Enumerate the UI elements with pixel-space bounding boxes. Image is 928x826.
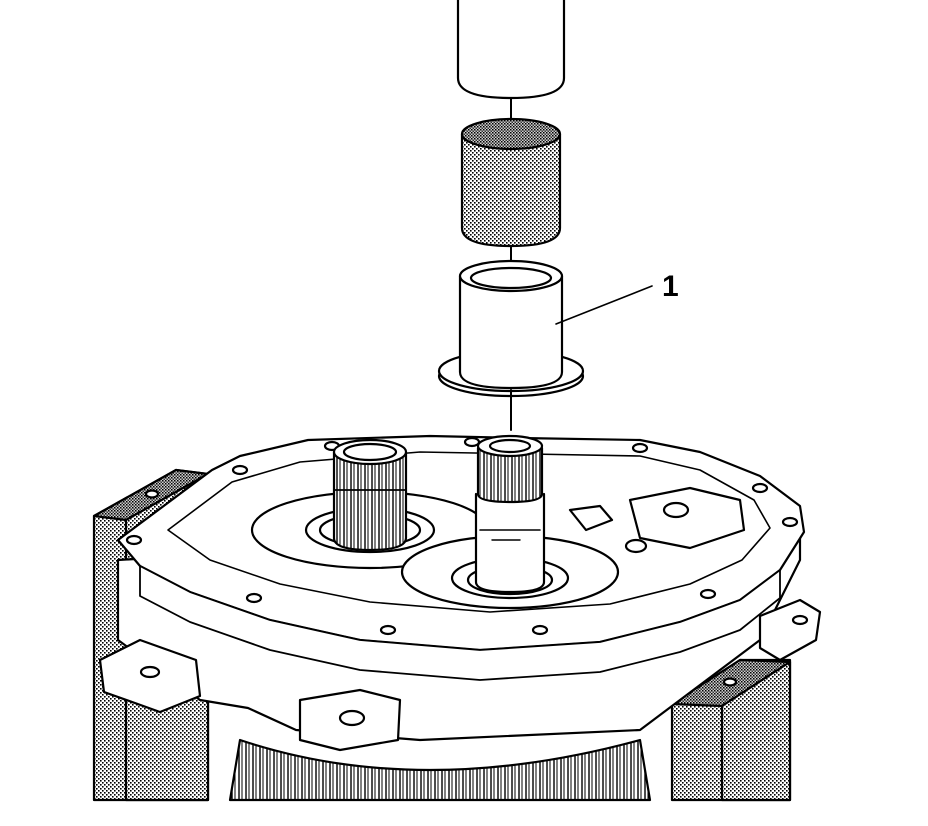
- gear-teeth: [228, 738, 652, 802]
- right-output-shaft: [400, 434, 620, 610]
- callout-leader-1: [555, 285, 653, 325]
- press-ram: [456, 0, 566, 127]
- support-block-right: [670, 658, 792, 802]
- callout-number-1: 1: [662, 270, 679, 303]
- installer-tool: [437, 259, 585, 431]
- transfer-case-housing: [98, 434, 822, 752]
- adapter-cylinder: [460, 117, 562, 269]
- housing-details-right: [568, 486, 746, 554]
